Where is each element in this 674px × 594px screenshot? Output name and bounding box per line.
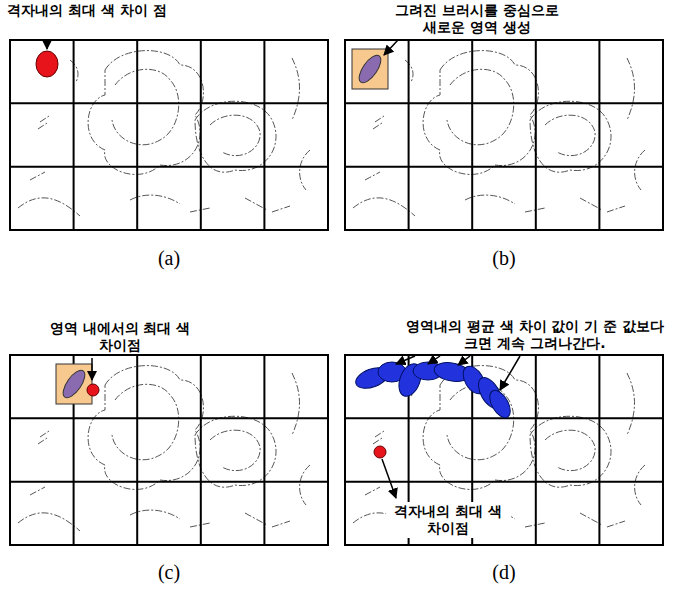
panel-caption: (b)	[474, 246, 534, 270]
annotation-text: 그려진 브러시를 중심으로 새로운 영역 생성	[372, 2, 582, 36]
annotation-text: 영역 내에서의 최대 색 차이점	[40, 320, 200, 354]
panel-caption: (d)	[474, 560, 534, 584]
annotation-text: 영역내의 평균 색 차이 값이 기 준 값보다 크면 계속 그려나간다.	[400, 318, 670, 352]
panel-caption: (c)	[139, 560, 199, 584]
panel-caption: (a)	[139, 246, 199, 270]
annotation-text: 격자내의 최대 색 차이점	[386, 502, 510, 538]
annotation-text: 격자내의 최대 색 차이 점	[2, 2, 172, 19]
